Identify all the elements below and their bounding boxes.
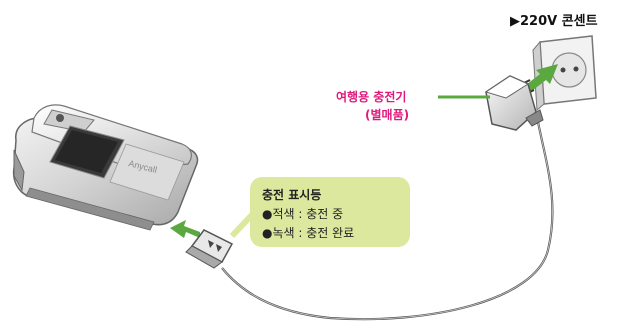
phone-connector [185, 229, 234, 269]
travel-adapter [484, 75, 544, 131]
indicator-red-text: ●적색 : 충전 중 [262, 207, 344, 221]
wall-outlet [532, 35, 597, 112]
charger-cable-inner [221, 111, 553, 320]
charger-name-label: 여행용 충전기 [336, 90, 407, 104]
phone: Anycall [12, 104, 199, 231]
indicator-green-text: ●녹색 : 충전 완료 [262, 226, 355, 240]
outlet-label: ▶220V 콘센트 [510, 14, 598, 29]
indicator-callout [250, 177, 410, 247]
indicator-title: 충전 표시등 [262, 188, 322, 202]
connect-arrow [170, 220, 200, 238]
charger-note-label: (별매품) [365, 108, 410, 122]
plug-in-arrow [522, 64, 558, 94]
